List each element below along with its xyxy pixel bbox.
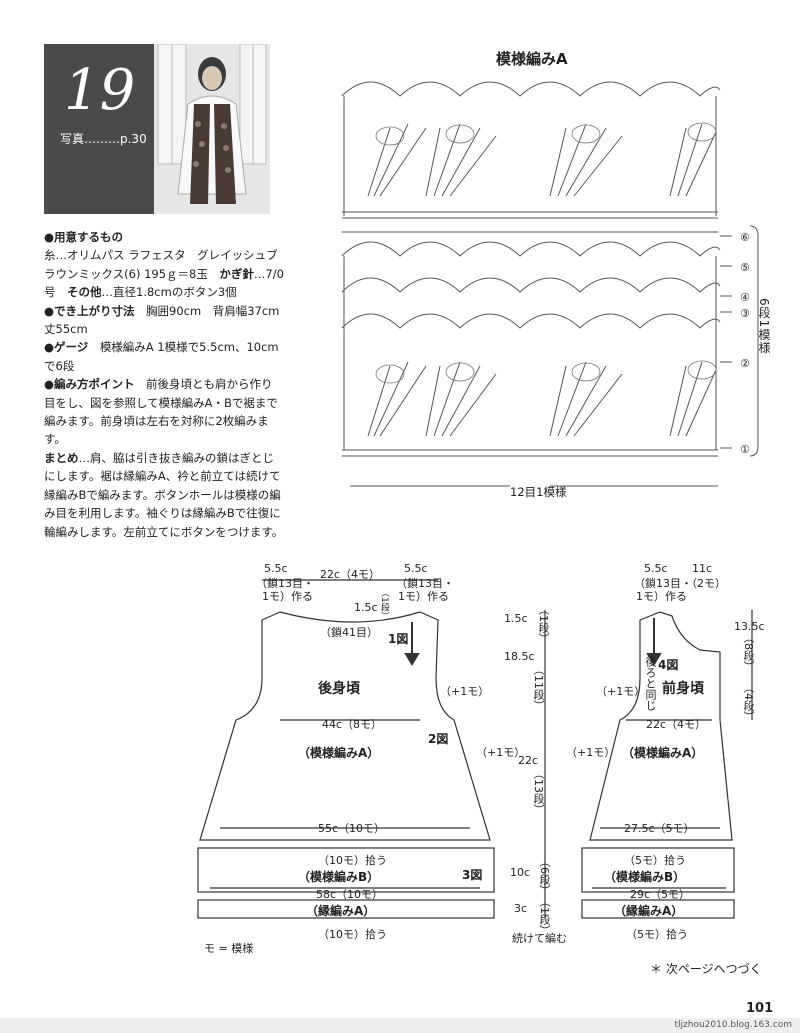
front-pattern-a-label: （模様編みA） (622, 746, 704, 760)
front-neck-rows: （8段） (742, 632, 755, 672)
back-pickup-upper: （10モ）拾う (318, 854, 387, 867)
row-marker-3: ③ (740, 307, 750, 320)
stitch-repeat-label: 12目1模様 (510, 485, 567, 499)
front-top-left-width: 5.5c (644, 562, 668, 575)
back-neck-chain: （鎖41目） (320, 626, 378, 639)
rows-per-repeat-label: 6段1模様 (757, 298, 771, 355)
continued-note: ＊ 次ページへつづく (650, 962, 762, 976)
legend-note: モ = 模様 (204, 942, 254, 955)
photo-reference: 写真………p.30 (60, 132, 147, 146)
stitch-chart (341, 81, 759, 487)
same-as-back-note: 後ろと同じ (644, 656, 657, 711)
height-5-rows: （1段） (538, 896, 551, 936)
other-label: その他 (67, 285, 102, 300)
back-top-center-width: 22c（4モ） (320, 568, 381, 581)
point-heading: ●編み方ポイント (44, 377, 135, 392)
row-marker-6: ⑥ (740, 231, 750, 244)
front-top-right-width: 11c (692, 562, 713, 575)
front-neck-decrease: （4段） (742, 682, 755, 722)
front-width-upper: 22c（4モ） (646, 718, 707, 731)
back-increase-right: （+1モ） (476, 746, 526, 759)
height-4: 10c (510, 866, 531, 879)
row-marker-2: ② (740, 357, 750, 370)
pattern-chart-title: 模様編みA (496, 50, 568, 68)
figure-4-label: 4図 (658, 658, 679, 672)
back-top-right-width: 5.5c (404, 562, 428, 575)
height-5: 3c (514, 902, 528, 915)
yarn-info: 糸…オリムパス ラフェスタ グレイッシュブラウンミックス(6) 195ｇ＝8玉 (44, 248, 278, 281)
back-top-left-note1: （鎖13目・ (256, 577, 314, 590)
figure-2-label: 2図 (428, 732, 449, 746)
gauge-heading: ●ゲージ (44, 340, 89, 355)
gauge-info: 模様編みA 1模様で5.5cm、10cmで6段 (44, 340, 279, 373)
finish-heading: まとめ (44, 450, 79, 465)
height-3-rows: （13段） (532, 768, 545, 815)
back-pattern-a-label: （模様編みA） (298, 746, 380, 760)
size-heading: ●でき上がり寸法 (44, 303, 135, 318)
row-marker-4: ④ (740, 291, 750, 304)
height-3: 22c (518, 754, 539, 767)
model-photo (154, 44, 270, 214)
front-body-title: 前身頃 (662, 681, 704, 697)
front-edging-a-label: （縁編みA） (614, 904, 684, 918)
back-width-band: 58c（10モ） (316, 888, 384, 901)
size-info: 胸囲90cm 背肩幅37cm 丈55cm (44, 303, 291, 337)
page-number: 101 (746, 1001, 774, 1016)
back-top-right-note1: （鎖13目・ (396, 577, 454, 590)
front-pickup-lower: （5モ）拾う (626, 928, 688, 941)
height-2: 18.5c (504, 650, 535, 663)
front-pickup-upper: （5モ）拾う (624, 854, 686, 867)
back-body-title: 後身頃 (318, 681, 360, 697)
point-info: 前後身頃とも肩から作り目をし、図を参照して模様編みA・Bで裾まで編みます。前身頃… (44, 377, 278, 447)
row-marker-1: ① (740, 443, 750, 456)
materials-heading: ●用意するもの (44, 230, 124, 244)
back-edging-a-label: （縁編みA） (306, 904, 376, 918)
front-top-right-note: （2モ） (686, 577, 726, 590)
front-width-lower: 27.5c（5モ） (624, 822, 695, 835)
back-width-lower: 55c（10モ） (318, 822, 386, 835)
front-neck-depth: 13.5c (734, 620, 765, 633)
hook-info: …7/0号 (44, 266, 284, 300)
height-4-rows: （6段） (538, 856, 551, 896)
back-top-right-note2: 1モ）作る (398, 590, 449, 603)
back-top-left-note2: 1モ）作る (262, 590, 313, 603)
other-info: …直径1.8cmのボタン3個 (101, 285, 237, 300)
continue-note: 続けて編む (512, 932, 567, 945)
height-1: 1.5c (504, 612, 528, 625)
materials-text: ●用意するもの 糸…オリムパス ラフェスタ グレイッシュブラウンミックス(6) … (44, 228, 291, 541)
footer-url: tljzhou2010.blog.163.com (674, 1020, 793, 1030)
footer-bar (0, 1018, 800, 1033)
front-increase-left-2: （+1モ） (566, 746, 616, 759)
back-pattern-b-label: （模様編みB） (298, 870, 380, 884)
figure-3-label: 3図 (462, 868, 483, 882)
row-marker-5: ⑤ (740, 261, 750, 274)
height-2-rows: （11段） (532, 664, 545, 711)
height-1-rows: （1段） (537, 604, 550, 644)
front-top-left-note1: （鎖13目・ (634, 577, 692, 590)
pattern-number: 19 (64, 58, 136, 123)
front-top-left-note2: 1モ）作る (636, 590, 687, 603)
front-increase-left: （+1モ） (596, 685, 646, 698)
schematic-lines (197, 579, 753, 919)
finish-info: …肩、脇は引き抜き編みの鎖はぎとじにします。裾は縁編みA、衿と前立ては続けて縁編… (44, 450, 284, 539)
hook-label: かぎ針 (219, 266, 254, 281)
front-pattern-b-label: （模様編みB） (604, 870, 686, 884)
back-neck-rows: （1段） (379, 588, 389, 621)
front-width-band: 29c（5モ） (630, 888, 691, 901)
header-box (44, 44, 154, 214)
back-neck-depth: 1.5c (354, 601, 378, 614)
back-width-upper: 44c（8モ） (322, 718, 383, 731)
figure-1-label: 1図 (388, 632, 409, 646)
back-increase-left: （+1モ） (440, 685, 490, 698)
back-pickup-lower: （10モ）拾う (318, 928, 387, 941)
back-top-left-width: 5.5c (264, 562, 288, 575)
